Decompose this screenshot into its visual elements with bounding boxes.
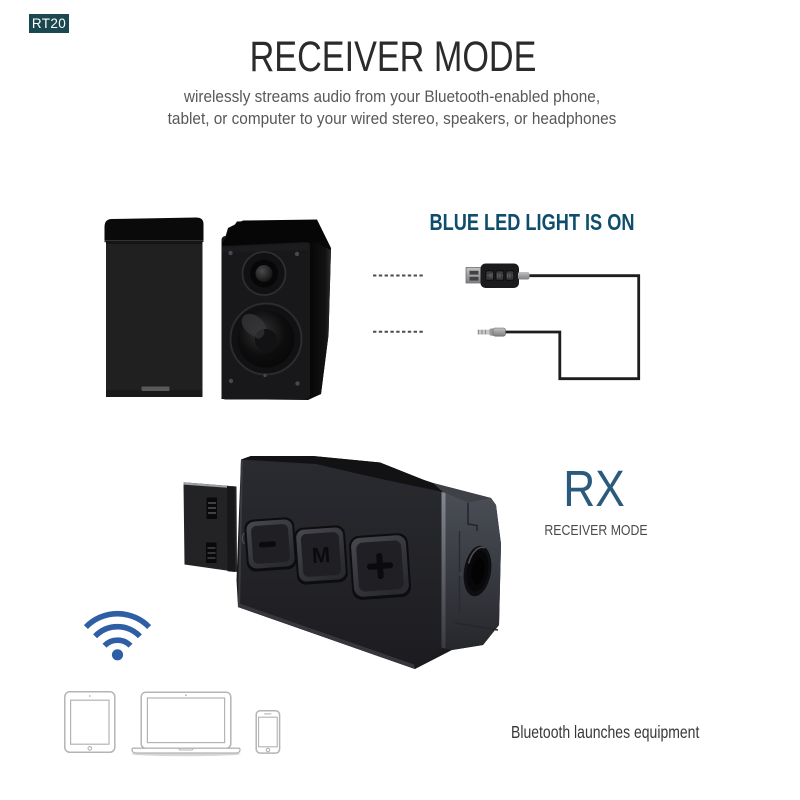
svg-text:M: M bbox=[311, 542, 331, 568]
